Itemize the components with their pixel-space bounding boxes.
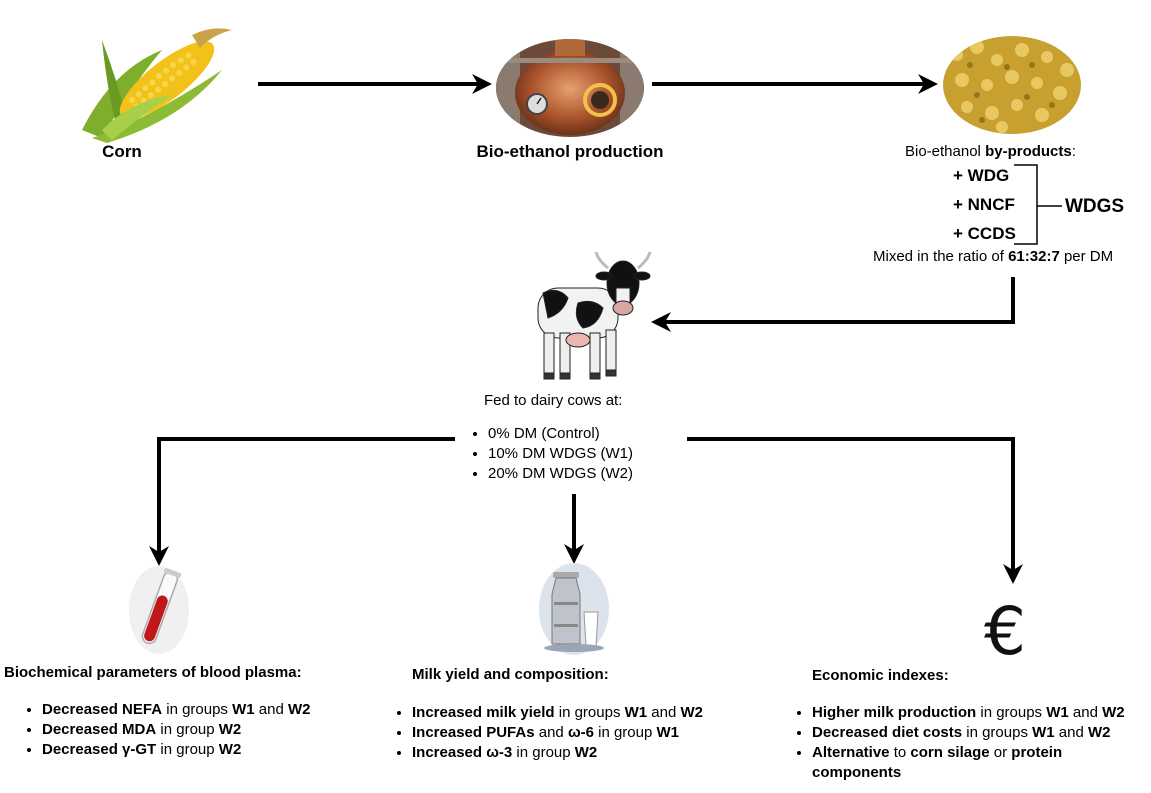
list-item: Decreased NEFA in groups W1 and W2 bbox=[42, 700, 310, 720]
milk-outcome-title: Milk yield and composition: bbox=[412, 666, 609, 683]
feeding-title: Fed to dairy cows at: bbox=[484, 392, 623, 409]
corn-label: Corn bbox=[102, 142, 142, 161]
feeding-level-w1: 10% DM WDGS (W1) bbox=[488, 444, 633, 464]
byproduct-nncf: + NNCF bbox=[953, 195, 1015, 214]
milk-outcome-list: Increased milk yield in groups W1 and W2… bbox=[390, 703, 703, 763]
arrow-byproducts-to-cow bbox=[651, 277, 1015, 332]
list-item: Decreased MDA in group W2 bbox=[42, 720, 310, 740]
economic-outcome-list: Higher milk production in groups W1 and … bbox=[790, 703, 1151, 783]
cow-icon bbox=[537, 251, 652, 380]
list-item: Alternative to corn silage or protein co… bbox=[812, 743, 1112, 783]
milk-can-icon bbox=[539, 563, 609, 655]
grain-byproduct-icon bbox=[943, 36, 1081, 134]
blood-outcome-title: Biochemical parameters of blood plasma: bbox=[4, 664, 302, 681]
economic-outcome-title: Economic indexes: bbox=[812, 667, 949, 684]
blood-tube-icon bbox=[129, 566, 189, 654]
corn-icon bbox=[82, 28, 232, 143]
list-item: Increased milk yield in groups W1 and W2 bbox=[412, 703, 703, 723]
bioethanol-label: Bio-ethanol production bbox=[476, 142, 664, 161]
feeding-level-control: 0% DM (Control) bbox=[488, 424, 633, 444]
list-item: Increased PUFAs and ω-6 in group W1 bbox=[412, 723, 703, 743]
list-item: Higher milk production in groups W1 and … bbox=[812, 703, 1151, 723]
list-item: Decreased γ-GT in group W2 bbox=[42, 740, 310, 760]
mixing-ratio: Mixed in the ratio of 61:32:7 per DM bbox=[873, 248, 1114, 265]
blood-outcome-list: Decreased NEFA in groups W1 and W2 Decre… bbox=[20, 700, 310, 760]
list-item: Decreased diet costs in groups W1 and W2 bbox=[812, 723, 1151, 743]
feeding-levels: 0% DM (Control) 10% DM WDGS (W1) 20% DM … bbox=[466, 424, 633, 484]
byproducts-intro: Bio-ethanol by-products: bbox=[905, 143, 1076, 160]
feeding-level-w2: 20% DM WDGS (W2) bbox=[488, 464, 633, 484]
wdgs-bracket bbox=[1014, 164, 1038, 245]
list-item: Increased ω-3 in group W2 bbox=[412, 743, 703, 763]
arrow-to-economic bbox=[687, 437, 1023, 584]
byproduct-wdg: + WDG bbox=[953, 166, 1010, 185]
euro-icon: € bbox=[984, 593, 1026, 670]
distillery-icon bbox=[496, 39, 644, 137]
byproduct-ccds: + CCDS bbox=[953, 224, 1016, 243]
arrow-to-blood bbox=[149, 437, 455, 566]
wdgs-label: WDGS bbox=[1065, 196, 1125, 217]
